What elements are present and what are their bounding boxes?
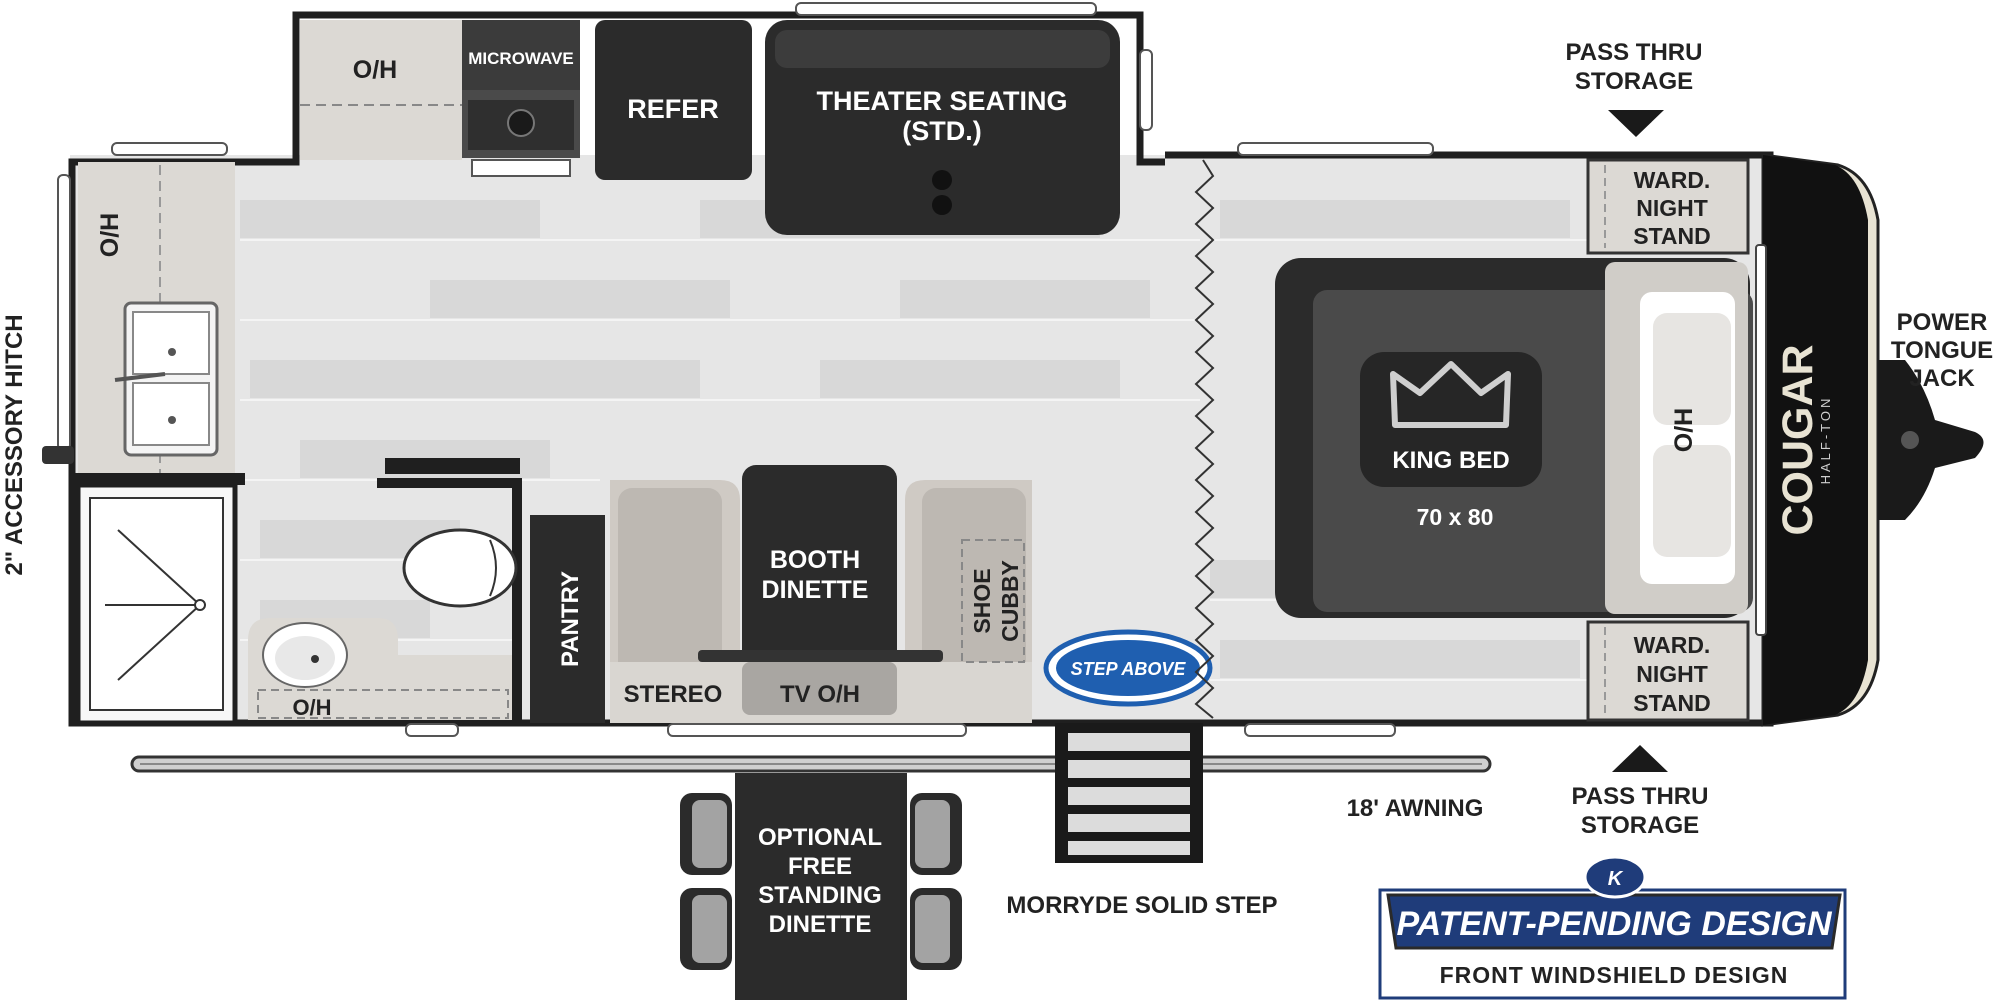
patent-badge: K PATENT-PENDING DESIGN FRONT WINDSHIELD… xyxy=(1378,855,1847,1000)
opt-label-1: OPTIONAL xyxy=(758,824,882,851)
microwave: MICROWAVE xyxy=(462,20,580,177)
ward-bottom-label-1: WARD. xyxy=(1634,632,1711,658)
pass-top-label-1: PASS THRU xyxy=(1566,39,1703,66)
theater-label-1: THEATER SEATING xyxy=(816,86,1067,116)
shoe-label-1: SHOE xyxy=(969,568,995,633)
ward-top-label-2: NIGHT xyxy=(1636,195,1708,221)
pass-bottom-label-1: PASS THRU xyxy=(1572,783,1709,810)
entry-step: MORRYDE SOLID STEP xyxy=(1006,723,1278,919)
pass-bottom-label-2: STORAGE xyxy=(1581,812,1699,839)
shoe-label-2: CUBBY xyxy=(997,560,1023,642)
shower xyxy=(75,482,238,726)
patent-label: PATENT-PENDING DESIGN xyxy=(1396,905,1833,943)
brand-label: COUGAR xyxy=(1774,344,1822,535)
booth-label-2: DINETTE xyxy=(762,576,869,604)
theater-seating: THEATER SEATING (STD.) xyxy=(765,20,1120,235)
ward-top-label-3: STAND xyxy=(1633,223,1711,249)
toilet xyxy=(402,528,518,608)
tongue-jack: POWER TONGUE JACK xyxy=(1878,309,1993,520)
kitchen-sink xyxy=(114,301,219,457)
refrigerator: REFER xyxy=(595,20,752,180)
pantry-label: PANTRY xyxy=(557,571,584,667)
hitch-label: 2" ACCESSORY HITCH xyxy=(1,314,28,575)
ward-bottom-label-2: NIGHT xyxy=(1636,661,1708,687)
rear-counter: O/H xyxy=(70,162,245,485)
shoe-cubby: SHOE CUBBY xyxy=(961,539,1025,663)
tv-oh-label: TV O/H xyxy=(780,681,860,708)
arrow-up-icon xyxy=(1612,745,1668,772)
opt-label-2: FREE xyxy=(788,853,852,880)
keystone-logo-icon xyxy=(1583,855,1647,899)
oh-bath-label: O/H xyxy=(292,695,331,720)
wardrobe-bottom: WARD. NIGHT STAND xyxy=(1586,620,1750,722)
wardrobe-top: WARD. NIGHT STAND xyxy=(1586,158,1750,255)
tongue-label-2: TONGUE xyxy=(1891,337,1993,364)
front-cap: COUGAR HALF-TON xyxy=(1755,153,1880,727)
opt-label-4: DINETTE xyxy=(769,911,872,938)
accessory-hitch: 2" ACCESSORY HITCH xyxy=(1,314,74,576)
booth-dinette: BOOTH DINETTE STEREO TV O/H SHOE CUBBY xyxy=(610,465,1032,723)
pass-top-label-2: STORAGE xyxy=(1575,68,1693,95)
tongue-label-1: POWER xyxy=(1897,309,1988,336)
optional-dinette: OPTIONAL FREE STANDING DINETTE xyxy=(680,773,962,1000)
arrow-down-icon xyxy=(1608,110,1664,137)
ward-top-label-1: WARD. xyxy=(1634,167,1711,193)
king-bed: KING BED 70 x 80 O/H xyxy=(1275,258,1753,618)
bathroom: O/H xyxy=(75,458,522,726)
tongue-label-3: JACK xyxy=(1909,365,1975,392)
bedroom-divider xyxy=(1194,159,1215,719)
refer-label: REFER xyxy=(627,94,719,124)
pass-thru-storage-bottom: PASS THRU STORAGE xyxy=(1572,745,1709,839)
bed-size-label: 70 x 80 xyxy=(1417,504,1494,530)
opt-label-3: STANDING xyxy=(758,882,882,909)
bath-vanity: O/H xyxy=(248,618,512,720)
pantry: PANTRY xyxy=(530,515,605,723)
oh-galley-label: O/H xyxy=(353,56,397,84)
step-above-logo: STEP ABOVE xyxy=(1043,629,1213,707)
oh-front-label: O/H xyxy=(1670,408,1698,452)
microwave-label: MICROWAVE xyxy=(468,49,573,68)
windshield-label: FRONT WINDSHIELD DESIGN xyxy=(1440,962,1789,988)
theater-label-2: (STD.) xyxy=(902,116,981,146)
pass-thru-storage-top: PASS THRU STORAGE xyxy=(1566,39,1703,137)
brand-sub-label: HALF-TON xyxy=(1818,396,1833,485)
king-bed-label: KING BED xyxy=(1392,447,1509,474)
svg-text:K: K xyxy=(1608,868,1624,890)
galley-slide: O/H MICROWAVE REFER THEATER SEATING (STD… xyxy=(300,20,1120,235)
ward-bottom-label-3: STAND xyxy=(1633,690,1711,716)
oh-rear-label: O/H xyxy=(96,213,124,257)
awning-label: 18' AWNING xyxy=(1347,795,1484,822)
step-label: MORRYDE SOLID STEP xyxy=(1006,892,1277,919)
step-above-label: STEP ABOVE xyxy=(1071,659,1187,679)
booth-label-1: BOOTH xyxy=(770,546,860,574)
stereo-label: STEREO xyxy=(624,681,723,708)
